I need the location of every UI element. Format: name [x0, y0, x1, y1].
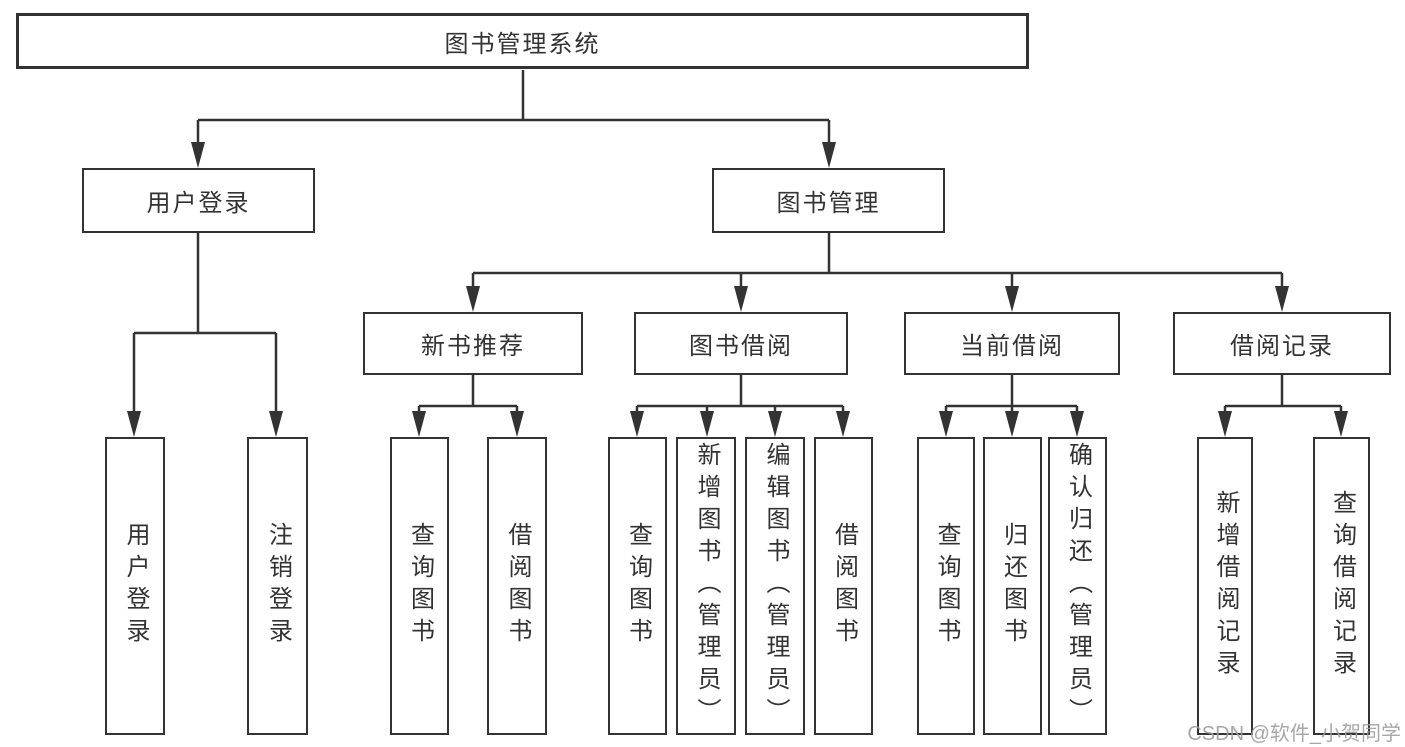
arrowhead-icon [412, 411, 426, 437]
connector-new-book-children [417, 375, 519, 415]
leaf-borrow-add-books-label: 新增图书（管理员） [693, 442, 720, 730]
arrowhead-icon [836, 411, 850, 437]
node-user-login: 用户登录 [82, 168, 315, 233]
arrowhead-icon [466, 286, 480, 312]
leaf-current-query-books-label: 查询图书 [933, 522, 960, 650]
leaf-user-login: 用户登录 [105, 437, 165, 735]
connector-book-mgmt-children [471, 233, 1284, 290]
node-new-book-recommend: 新书推荐 [363, 312, 583, 375]
leaf-recommend-query-books-label: 查询图书 [406, 522, 434, 650]
arrowhead-icon [1275, 286, 1289, 312]
connector-book-borrow-children [635, 375, 845, 415]
connector-borrow-records-children [1223, 375, 1343, 415]
leaf-borrow-add-books: 新增图书（管理员） [676, 437, 736, 735]
csdn-watermark: CSDN @软件_小贺同学 [1187, 723, 1401, 745]
leaf-current-return-books-label: 归还图书 [999, 522, 1027, 650]
leaf-logout: 注销登录 [247, 437, 308, 735]
arrowhead-icon [734, 286, 748, 312]
leaf-records-query-record: 查询借阅记录 [1313, 437, 1370, 735]
node-book-management: 图书管理 [712, 168, 945, 233]
node-user-login-label: 用户登录 [146, 190, 251, 217]
leaf-records-add-record-label: 新增借阅记录 [1212, 490, 1239, 682]
leaf-records-add-record: 新增借阅记录 [1197, 437, 1253, 735]
leaf-borrow-borrow-books: 借阅图书 [814, 437, 873, 735]
leaf-borrow-query-books-label: 查询图书 [624, 522, 652, 650]
arrowhead-icon [1005, 411, 1019, 437]
arrowhead-icon [510, 411, 524, 437]
arrowhead-icon [768, 411, 782, 437]
node-new-book-recommend-label: 新书推荐 [421, 333, 525, 360]
node-book-borrow-label: 图书借阅 [689, 333, 793, 360]
arrowhead-icon [700, 411, 714, 437]
leaf-borrow-borrow-books-label: 借阅图书 [830, 522, 858, 650]
arrowhead-icon [939, 411, 953, 437]
node-book-borrow: 图书借阅 [634, 312, 848, 375]
leaf-current-confirm-return: 确认归还（管理员） [1048, 437, 1107, 735]
leaf-current-query-books: 查询图书 [917, 437, 975, 735]
arrowhead-icon [191, 142, 205, 168]
arrowhead-icon [1334, 411, 1348, 437]
node-borrow-records: 借阅记录 [1173, 312, 1391, 375]
connector-user-login-children [132, 233, 278, 415]
node-borrow-records-label: 借阅记录 [1230, 333, 1334, 360]
arrowhead-icon [269, 411, 283, 437]
leaf-logout-label: 注销登录 [264, 522, 292, 650]
connector-current-borrow-children [944, 375, 1079, 415]
node-book-management-label: 图书管理 [776, 190, 881, 217]
connector-root-to-level2 [196, 70, 831, 146]
arrowhead-icon [127, 411, 141, 437]
node-current-borrow-label: 当前借阅 [960, 333, 1064, 360]
node-current-borrow: 当前借阅 [904, 312, 1120, 375]
arrowhead-icon [1218, 411, 1232, 437]
leaf-borrow-query-books: 查询图书 [608, 437, 667, 735]
arrowhead-icon [630, 411, 644, 437]
leaf-borrow-edit-books-label: 编辑图书（管理员） [762, 442, 789, 730]
node-root-label: 图书管理系统 [444, 30, 601, 58]
leaf-recommend-query-books: 查询图书 [390, 437, 449, 735]
leaf-records-query-record-label: 查询借阅记录 [1328, 490, 1356, 682]
arrowhead-icon [1070, 411, 1084, 437]
arrowhead-icon [822, 142, 836, 168]
leaf-recommend-borrow-books: 借阅图书 [487, 437, 547, 735]
node-root: 图书管理系统 [16, 13, 1029, 69]
leaf-current-return-books: 归还图书 [983, 437, 1042, 735]
leaf-recommend-borrow-books-label: 借阅图书 [504, 522, 531, 650]
leaf-current-confirm-return-label: 确认归还（管理员） [1064, 442, 1092, 730]
arrowhead-icon [1005, 286, 1019, 312]
leaf-borrow-edit-books: 编辑图书（管理员） [745, 437, 805, 735]
leaf-user-login-label: 用户登录 [122, 522, 149, 650]
